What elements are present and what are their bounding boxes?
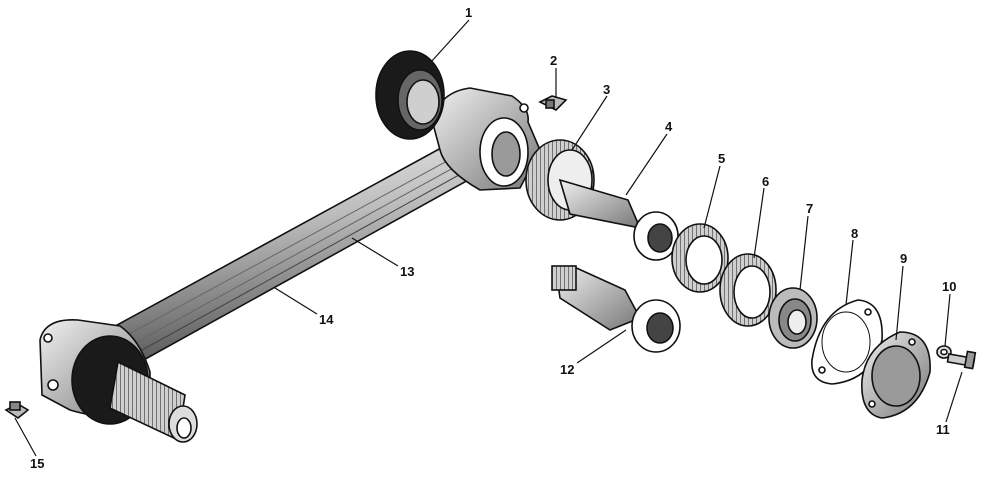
callout-11: 11 <box>936 422 950 437</box>
dark-bushing-ring <box>375 50 445 140</box>
callout-13: 13 <box>400 264 414 279</box>
dust-seal <box>768 287 818 349</box>
tube-beam <box>106 140 474 363</box>
right-grease-nipple <box>538 95 568 111</box>
bearing-race <box>671 223 729 293</box>
leader-lines <box>14 19 963 457</box>
left-stub-shaft <box>109 360 198 443</box>
callout-2: 2 <box>550 53 557 68</box>
right-hub-housing <box>431 87 541 191</box>
cover-plate <box>861 331 931 419</box>
pivot-pin-lower <box>551 265 681 353</box>
callout-8: 8 <box>851 226 858 241</box>
callout-4: 4 <box>665 119 673 134</box>
callout-15: 15 <box>30 456 44 471</box>
lock-washer <box>936 345 952 359</box>
pivot-pin-upper <box>558 178 679 261</box>
bearing-cage <box>719 253 777 327</box>
callout-3: 3 <box>603 82 610 97</box>
callout-14: 14 <box>319 312 334 327</box>
callout-9: 9 <box>900 251 907 266</box>
callout-7: 7 <box>806 201 813 216</box>
callout-12: 12 <box>560 362 574 377</box>
hex-bolt <box>946 350 977 370</box>
gasket <box>811 299 883 385</box>
callout-labels: 1 2 3 4 5 6 7 8 9 10 11 12 13 14 15 <box>30 5 956 471</box>
left-grease-nipple <box>4 401 30 419</box>
callout-10: 10 <box>942 279 956 294</box>
callout-6: 6 <box>762 174 769 189</box>
callout-5: 5 <box>718 151 725 166</box>
callout-1: 1 <box>465 5 472 20</box>
